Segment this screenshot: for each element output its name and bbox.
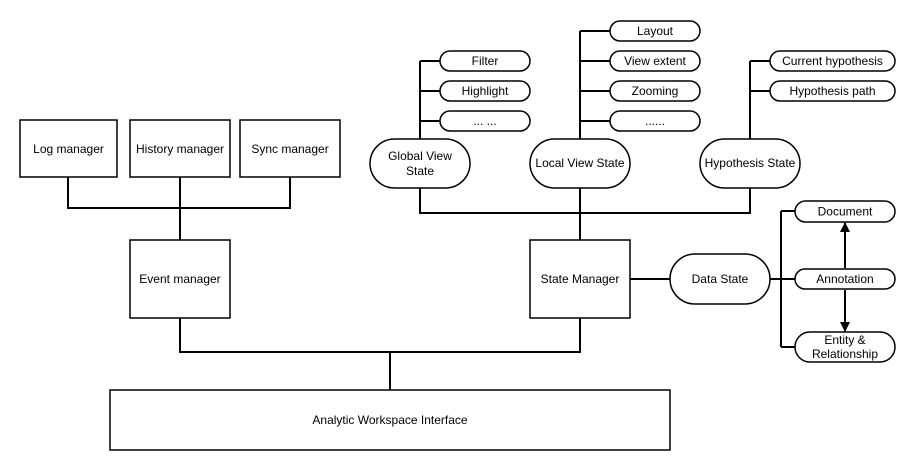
- data-state-node: [669, 253, 771, 305]
- data-item-document: [794, 200, 896, 223]
- sync-manager-box: [239, 119, 341, 178]
- connectors: [67, 30, 850, 390]
- state-manager-label: State Manager: [541, 272, 620, 286]
- local-item-zooming: [609, 80, 701, 102]
- global-view-state-node: [369, 138, 471, 189]
- local-item-layout: [609, 20, 701, 42]
- local-item-more: [609, 110, 701, 132]
- global-item-highlight: [439, 80, 531, 102]
- sync-manager-label: Sync manager: [251, 142, 328, 156]
- local-item-view-extent-label: View extent: [624, 54, 686, 68]
- global-item-more: [439, 110, 531, 132]
- interface-label: Analytic Workspace Interface: [312, 413, 468, 427]
- global-item-filter-label: Filter: [472, 54, 499, 68]
- local-item-layout-label: Layout: [637, 24, 674, 38]
- event-manager-box: [129, 239, 231, 319]
- hypothesis-state-node: [699, 138, 801, 189]
- hypothesis-item-current: [769, 50, 896, 72]
- local-view-state-node: [529, 138, 631, 189]
- data-state-label: Data State: [692, 272, 749, 286]
- connector-event-to-interface: [179, 318, 390, 353]
- global-item-highlight-label: Highlight: [462, 84, 509, 98]
- local-view-state-label: Local View State: [535, 156, 624, 170]
- data-item-entity: [794, 331, 896, 363]
- hypothesis-state-label: Hypothesis State: [705, 156, 796, 170]
- global-view-state-label-line2: State: [406, 164, 434, 178]
- hypothesis-item-path-label: Hypothesis path: [789, 84, 875, 98]
- local-item-more-label: ......: [645, 114, 665, 128]
- global-item-filter: [439, 50, 531, 72]
- global-item-more-label: ... ...: [473, 114, 496, 128]
- event-manager-label: Event manager: [139, 272, 220, 286]
- local-item-zooming-label: Zooming: [632, 84, 679, 98]
- log-manager-box: [19, 119, 118, 178]
- hypothesis-item-path: [769, 80, 896, 102]
- local-item-view-extent: [609, 50, 701, 72]
- global-view-state-label-line1: Global View: [388, 149, 452, 163]
- connector-state-to-interface: [390, 318, 581, 353]
- data-item-annotation-label: Annotation: [816, 272, 873, 286]
- data-item-entity-label-line2: Relationship: [812, 347, 878, 361]
- history-manager-box: [129, 119, 231, 178]
- data-item-annotation: [794, 268, 896, 290]
- log-manager-label: Log manager: [33, 142, 104, 156]
- history-manager-label: History manager: [136, 142, 224, 156]
- interface-box: [109, 389, 671, 451]
- data-item-document-label: Document: [818, 205, 873, 219]
- hypothesis-item-current-label: Current hypothesis: [782, 54, 883, 68]
- data-item-entity-label-line1: Entity &: [824, 333, 865, 347]
- state-manager-box: [529, 239, 631, 319]
